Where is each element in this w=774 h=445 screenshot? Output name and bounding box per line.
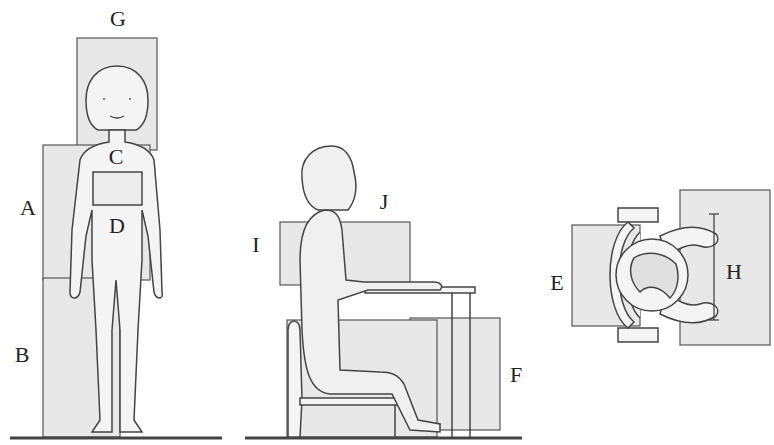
dimension-letter: B — [15, 344, 30, 366]
dimension-letter: G — [110, 8, 126, 30]
dimension-letter: J — [380, 191, 389, 213]
dimension-letter: C — [109, 146, 124, 168]
dimension-letter: I — [252, 234, 259, 256]
dimension-letter: F — [510, 364, 522, 386]
dimension-letter: E — [550, 272, 563, 294]
dimension-letter: A — [20, 197, 36, 219]
dimension-letter: D — [109, 215, 125, 237]
dimension-letter: H — [726, 261, 742, 283]
